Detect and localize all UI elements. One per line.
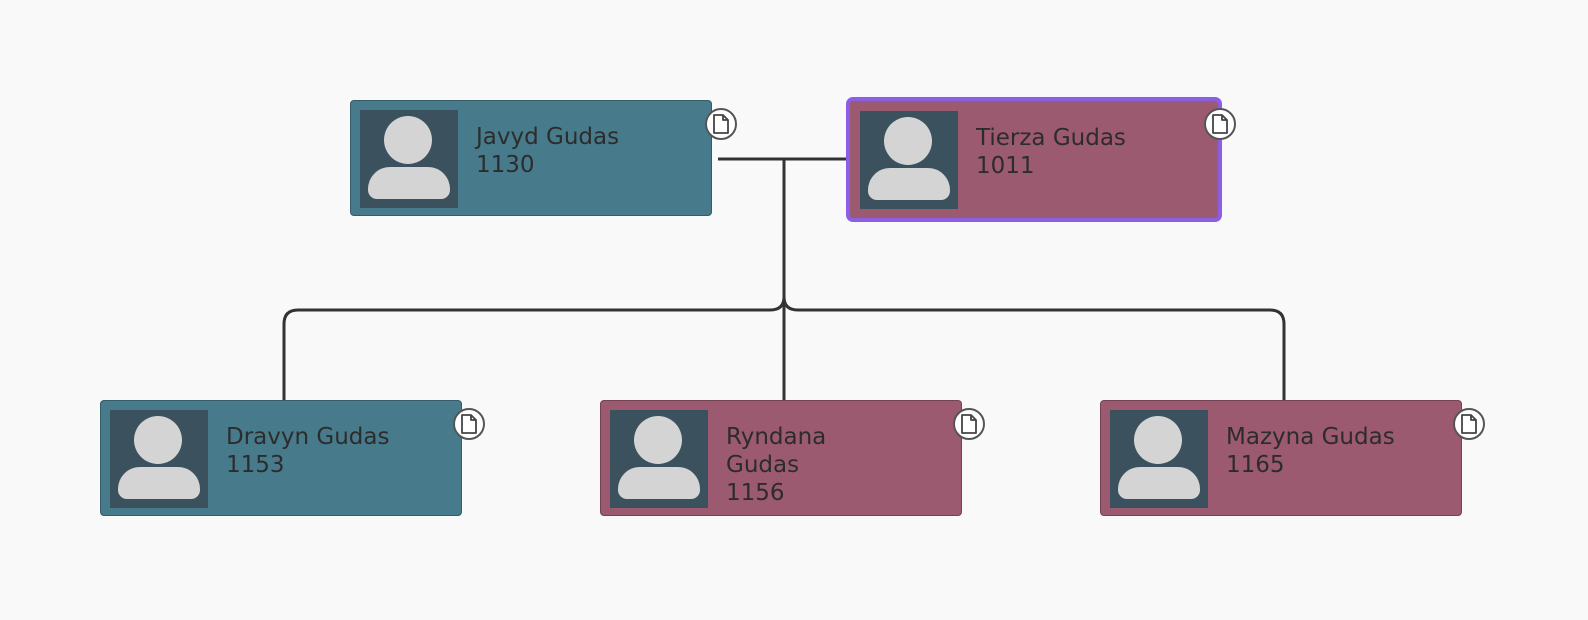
document-icon[interactable] — [453, 408, 485, 440]
person-card-dravyn[interactable]: Dravyn Gudas 1153 — [100, 400, 462, 516]
person-info: Tierza Gudas 1011 — [976, 124, 1186, 180]
document-icon[interactable] — [953, 408, 985, 440]
person-name: Mazyna Gudas — [1226, 424, 1395, 450]
person-card-javyd[interactable]: Javyd Gudas 1130 — [350, 100, 712, 216]
person-id: 1156 — [726, 480, 785, 506]
person-info: Mazyna Gudas 1165 — [1226, 423, 1436, 479]
person-avatar-icon — [610, 410, 708, 508]
person-name: Javyd Gudas — [476, 124, 620, 150]
person-id: 1130 — [476, 152, 535, 178]
person-name: Tierza Gudas — [976, 125, 1126, 151]
person-info: Javyd Gudas 1130 — [476, 123, 686, 179]
person-id: 1153 — [226, 452, 285, 478]
document-icon[interactable] — [705, 108, 737, 140]
person-avatar-icon — [360, 110, 458, 208]
child-link-dravyn — [282, 296, 786, 400]
person-card-tierza[interactable]: Tierza Gudas 1011 — [846, 97, 1222, 222]
person-card-mazyna[interactable]: Mazyna Gudas 1165 — [1100, 400, 1462, 516]
person-info: Dravyn Gudas 1153 — [226, 423, 436, 479]
person-avatar-icon — [1110, 410, 1208, 508]
person-card-ryndana[interactable]: Ryndana Gudas 1156 — [600, 400, 962, 516]
child-link-mazyna — [782, 296, 1286, 400]
person-avatar-icon — [110, 410, 208, 508]
person-avatar-icon — [860, 111, 958, 209]
person-info: Ryndana Gudas 1156 — [726, 423, 838, 507]
person-id: 1165 — [1226, 452, 1285, 478]
person-name: Ryndana Gudas — [726, 424, 827, 478]
person-id: 1011 — [976, 153, 1035, 179]
document-icon[interactable] — [1453, 408, 1485, 440]
document-icon[interactable] — [1204, 108, 1236, 140]
person-name: Dravyn Gudas — [226, 424, 390, 450]
